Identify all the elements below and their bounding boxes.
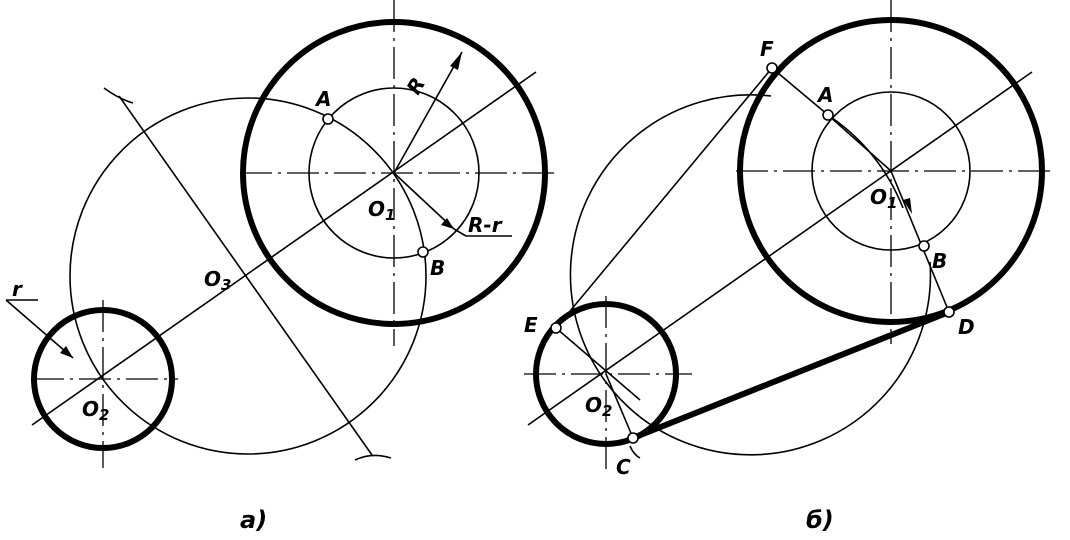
arc-mark-C — [629, 445, 641, 459]
point-A — [822, 109, 834, 121]
circle-R — [240, 19, 548, 327]
caption-a: a) — [240, 506, 267, 534]
radius-r-arrowhead — [60, 346, 73, 358]
line-F-A — [771, 67, 829, 116]
caption-b: б) — [806, 506, 834, 534]
point-A — [322, 113, 334, 125]
line-E-O2 — [555, 327, 641, 401]
point-C — [627, 432, 639, 444]
label-r: r — [12, 277, 23, 301]
perpendicular-bisector — [118, 95, 373, 456]
point-F — [766, 62, 778, 74]
auxiliary-circle-arc — [569, 94, 932, 456]
line-O2-C — [605, 373, 634, 439]
label-F: F — [760, 37, 774, 61]
point-B — [417, 246, 429, 258]
label-O3: O3 — [204, 267, 231, 294]
label-A: A — [314, 87, 331, 111]
radius-R-minus-r-line — [393, 172, 455, 230]
circle-R-minus-r — [308, 87, 480, 259]
label-C: C — [616, 455, 631, 479]
label-E: E — [524, 313, 538, 337]
radius-r-leader — [5, 299, 74, 359]
line-of-centers — [31, 71, 537, 426]
point-B — [918, 240, 930, 252]
label-B: B — [430, 256, 445, 280]
circle-r — [533, 301, 679, 447]
circle-R-minus-r — [811, 91, 971, 251]
label-D: D — [958, 315, 975, 339]
figure-b: F A B D E C O1 O2 б) — [524, 0, 1055, 534]
point-D — [943, 306, 955, 318]
label-A: A — [816, 83, 833, 107]
tangent-F-E — [555, 67, 773, 329]
label-B: B — [932, 249, 947, 273]
line-A-O1 — [827, 114, 892, 172]
line-O1-D — [890, 170, 950, 313]
arc-arrowhead — [903, 198, 912, 214]
circle-r — [31, 307, 175, 451]
radius-R-arrowhead — [450, 52, 462, 70]
radius-R-line — [393, 51, 463, 174]
figure-a: A B O1 O2 O3 R R-r r a) — [5, 0, 556, 534]
label-R-minus-r: R-r — [468, 213, 503, 237]
tangent-C-D — [630, 309, 952, 441]
bisector-arc-top — [103, 87, 134, 104]
label-O2: O2 — [82, 397, 109, 424]
radius-R-minus-r-leader — [453, 228, 467, 237]
label-O1: O1 — [368, 197, 395, 224]
line-of-centers — [527, 71, 1033, 426]
bisector-arc-bottom — [354, 454, 392, 461]
point-E — [550, 322, 562, 334]
auxiliary-circle-o3 — [69, 97, 427, 455]
label-O2: O2 — [585, 393, 612, 420]
label-O1: O1 — [870, 185, 897, 212]
circle-R — [737, 17, 1045, 325]
radius-R-minus-r-arrowhead — [441, 218, 454, 229]
arc-A-O1 — [827, 114, 904, 209]
